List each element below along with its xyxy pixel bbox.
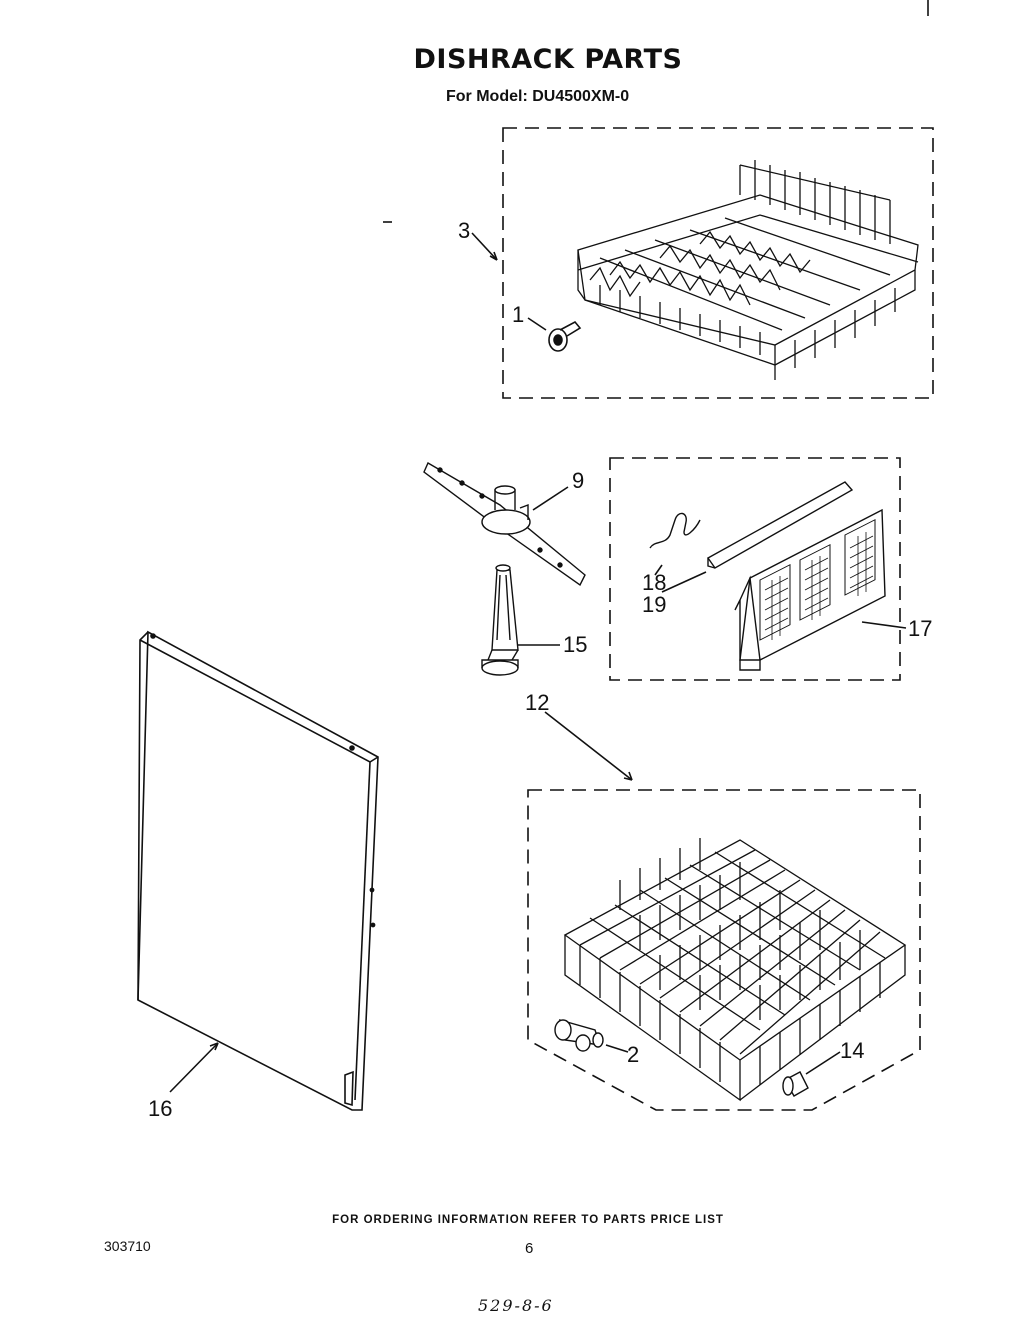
leader-19 [661,571,707,593]
callout-19: 19 [642,592,666,617]
leader-16 [169,1042,219,1093]
upper-rack-group-box [502,127,934,399]
end-cap-14 [782,1071,809,1097]
spray-arm-9 [423,462,586,587]
callout-14: 14 [840,1038,864,1063]
leader-2 [605,1044,629,1053]
handwritten-note: 529-8-6 [478,1296,554,1315]
callout-1: 1 [512,302,524,327]
callout-12: 12 [525,690,549,715]
leader-12 [544,711,633,781]
basket-group-box [609,457,901,681]
leader-17 [861,621,907,629]
page-number: 6 [525,1240,534,1257]
callout-2: 2 [627,1042,639,1067]
leader-14 [805,1051,841,1075]
spray-tower-15 [481,564,519,676]
rack-roller-2 [554,1018,604,1052]
lower-dishrack [563,838,907,1102]
rack-roller-1 [548,320,582,352]
page-title: DISHRACK PARTS [413,44,683,75]
callout-9: 9 [572,468,584,493]
door-panel-16 [137,630,379,1111]
document-number: 303710 [104,1238,151,1254]
callout-18: 18 [642,570,666,595]
clip-18 [649,512,701,549]
leader-18 [654,564,663,576]
ordering-note: FOR ORDERING INFORMATION REFER TO PARTS … [332,1214,724,1226]
callout-3: 3 [458,218,470,243]
silverware-basket-17 [734,508,886,671]
callout-15: 15 [563,632,587,657]
lower-rack-group-box [527,789,921,1111]
model-subtitle: For Model: DU4500XM-0 [446,88,630,105]
handle-19 [706,481,854,569]
callout-16: 16 [148,1096,172,1121]
leader-1 [527,317,547,331]
leader-3 [471,232,498,261]
upper-dishrack [577,160,919,380]
leader-9 [532,486,569,511]
callout-17: 17 [908,616,932,641]
